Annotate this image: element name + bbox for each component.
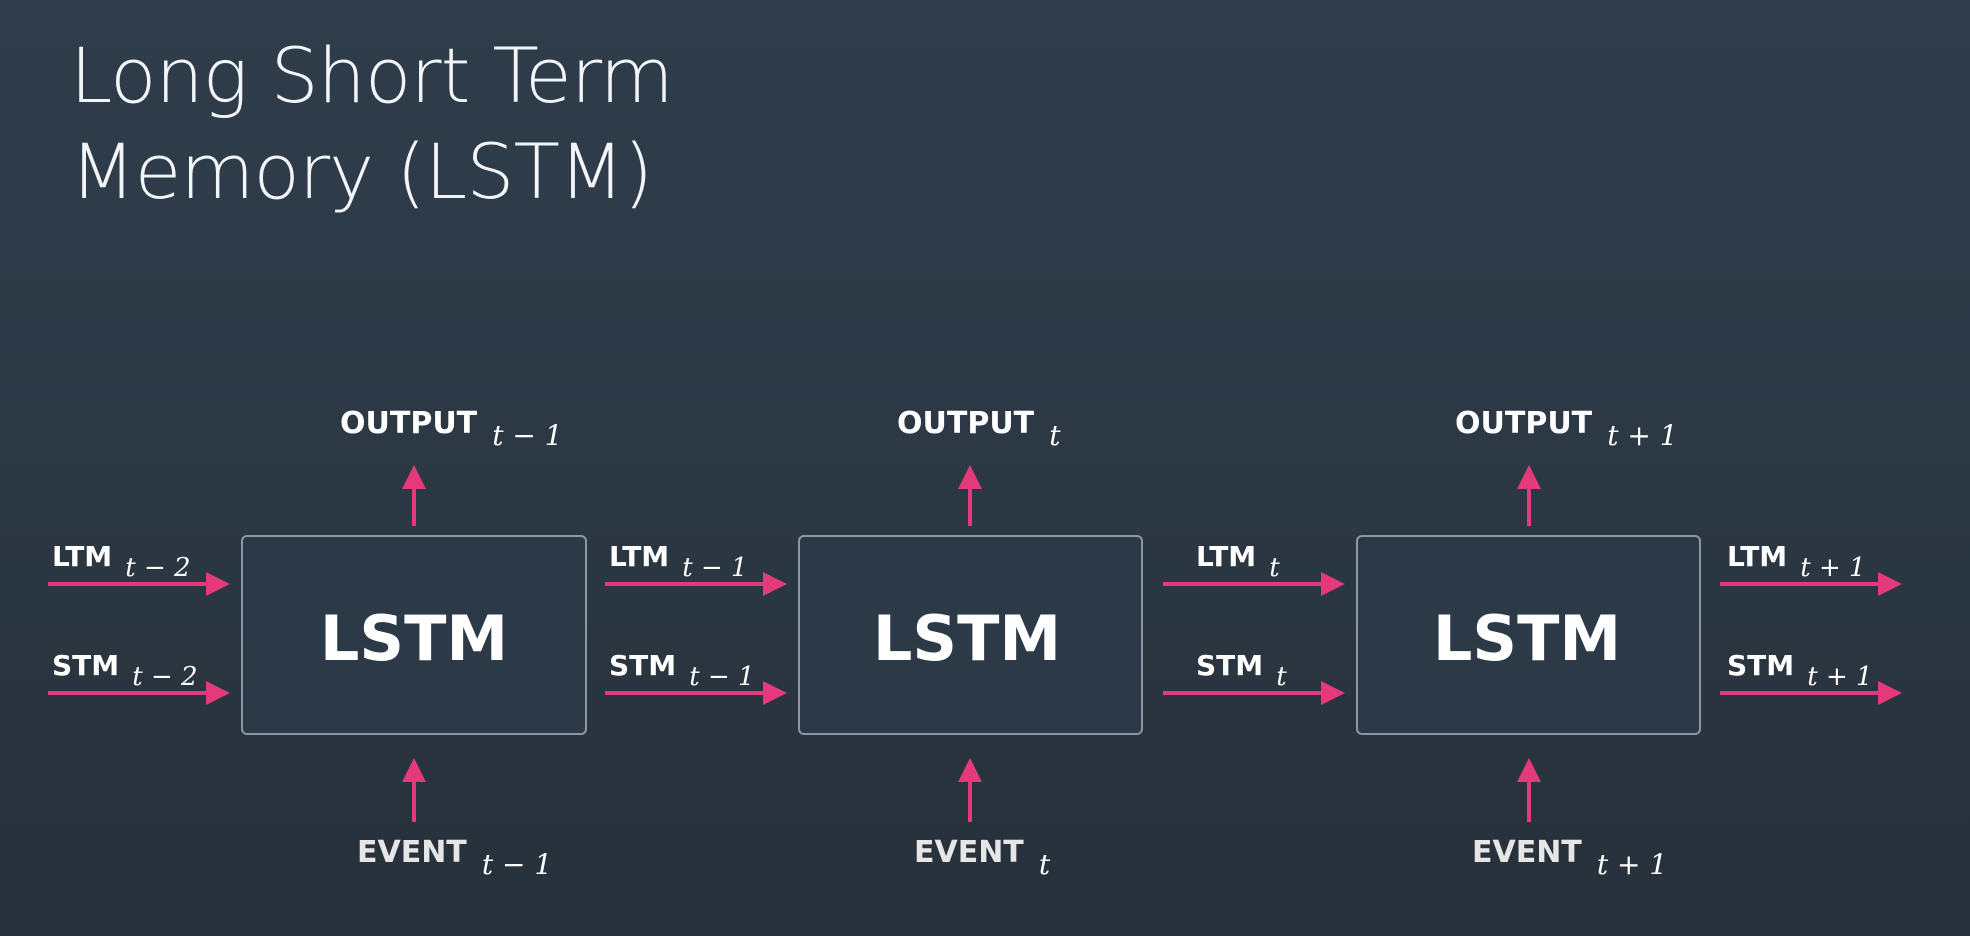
event-label-2: EVENT t	[914, 835, 1051, 881]
lstm-cell-box-3	[1356, 535, 1701, 735]
page-title: Long Short Term Memory (LSTM)	[70, 28, 674, 220]
ltm-label-4-sub: t + 1	[1800, 553, 1865, 583]
stm-label-4-sub: t + 1	[1807, 662, 1872, 692]
ltm-label-1: LTM t − 2	[52, 540, 191, 583]
lstm-cell-box-1	[241, 535, 587, 735]
stm-label-3: STM t	[1196, 649, 1287, 692]
stm-label-2-name: STM	[609, 649, 676, 682]
event-label-3-name: EVENT	[1472, 835, 1582, 870]
title-line-1: Long Short Term	[70, 31, 674, 120]
ltm-label-1-name: LTM	[52, 540, 112, 573]
stm-label-1: STM t − 2	[52, 649, 198, 692]
ltm-label-4: LTM t + 1	[1727, 540, 1866, 583]
lstm-cell-label-2: LSTM	[873, 602, 1061, 675]
stm-label-3-sub: t	[1276, 662, 1287, 692]
event-label-2-sub: t	[1039, 848, 1051, 881]
title-line-2: Memory (LSTM)	[70, 127, 653, 216]
ltm-label-1-sub: t − 2	[125, 553, 190, 583]
stm-label-4-name: STM	[1727, 649, 1794, 682]
event-label-1-name: EVENT	[357, 835, 467, 870]
output-label-3: OUTPUT t + 1	[1455, 406, 1678, 452]
stm-label-2: STM t − 1	[609, 649, 755, 692]
ltm-label-3-name: LTM	[1196, 540, 1256, 573]
output-label-3-name: OUTPUT	[1455, 406, 1593, 441]
stm-label-1-sub: t − 2	[132, 662, 197, 692]
stm-label-3-name: STM	[1196, 649, 1263, 682]
output-label-3-sub: t + 1	[1607, 419, 1677, 452]
lstm-cell-label-1: LSTM	[320, 602, 508, 675]
output-label-1-sub: t − 1	[492, 419, 562, 452]
ltm-label-2-sub: t − 1	[682, 553, 747, 583]
output-label-1: OUTPUT t − 1	[340, 406, 563, 452]
ltm-label-2-name: LTM	[609, 540, 669, 573]
ltm-label-4-name: LTM	[1727, 540, 1787, 573]
output-label-1-name: OUTPUT	[340, 406, 478, 441]
stm-label-4: STM t + 1	[1727, 649, 1873, 692]
ltm-label-3-sub: t	[1269, 553, 1280, 583]
lstm-cell-box-2	[798, 535, 1143, 735]
event-label-3: EVENT t + 1	[1472, 835, 1667, 881]
lstm-cell-label-3: LSTM	[1433, 602, 1621, 675]
ltm-label-3: LTM t	[1196, 540, 1280, 583]
output-label-2-name: OUTPUT	[897, 406, 1035, 441]
event-label-1-sub: t − 1	[482, 848, 552, 881]
output-label-2: OUTPUT t	[897, 406, 1061, 452]
event-label-1: EVENT t − 1	[357, 835, 552, 881]
stm-label-2-sub: t − 1	[689, 662, 754, 692]
event-label-2-name: EVENT	[914, 835, 1024, 870]
ltm-label-2: LTM t − 1	[609, 540, 748, 583]
event-label-3-sub: t + 1	[1597, 848, 1667, 881]
output-label-2-sub: t	[1049, 419, 1061, 452]
stm-label-1-name: STM	[52, 649, 119, 682]
